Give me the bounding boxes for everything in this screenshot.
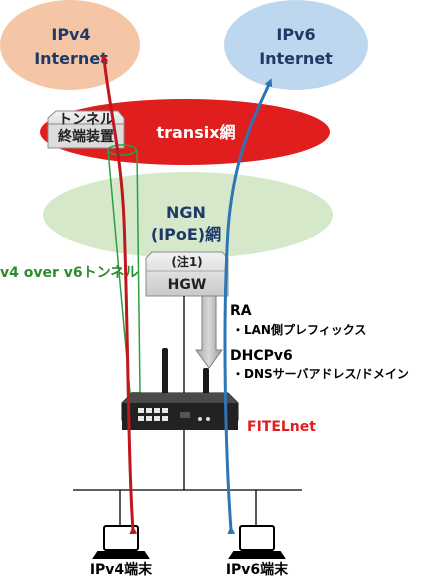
ra-title: RA xyxy=(230,303,252,319)
ngn-line2: (IPoE)網 xyxy=(151,225,221,244)
ipv6-terminal-label: IPv6端末 xyxy=(226,561,289,577)
ipv4-cloud-line2: Internet xyxy=(34,49,108,68)
tunnel-label: v4 over v6トンネル xyxy=(0,265,138,281)
transix-label: transix網 xyxy=(156,123,235,142)
ipv6-cloud-line2: Internet xyxy=(259,49,333,68)
dhcp-item: ・DNSサーバアドレス/ドメイン xyxy=(232,367,409,381)
hgw-note: (注1) xyxy=(171,254,202,269)
ipv6-cloud-line1: IPv6 xyxy=(276,25,315,44)
tunnel-endpoint-line2: 終端装置 xyxy=(58,128,114,145)
ra-item: ・LAN側プレフィックス xyxy=(232,322,366,337)
ipv6-terminal-laptop-icon xyxy=(228,525,286,559)
ngn-line1: NGN xyxy=(166,203,206,222)
tunnel-endpoint-line1: トンネル xyxy=(58,112,114,128)
ipv4-path-arrow xyxy=(100,54,138,535)
ipv6-internet-cloud xyxy=(224,0,368,90)
ipv4-terminal-label: IPv4端末 xyxy=(90,561,153,577)
hgw-label: HGW xyxy=(168,277,207,293)
ipv4-terminal-laptop-icon xyxy=(92,525,150,559)
router-label: FITELnet xyxy=(247,419,316,435)
ipv4-cloud-line1: IPv4 xyxy=(51,25,90,44)
ra-dhcp-arrow xyxy=(195,295,223,369)
dhcp-title: DHCPv6 xyxy=(230,348,293,364)
ipv6-path-arrow xyxy=(223,78,273,535)
ipv4-internet-cloud xyxy=(0,0,140,90)
